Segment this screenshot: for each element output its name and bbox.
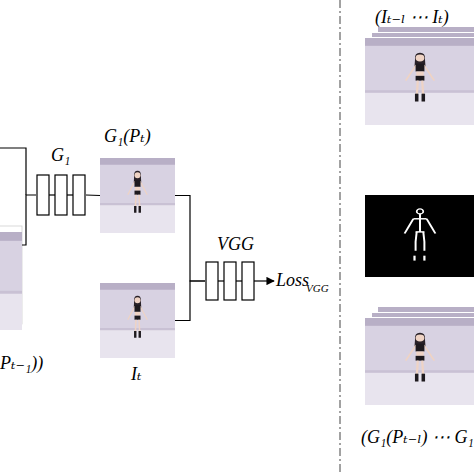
- loss-label: Loss: [276, 271, 309, 291]
- output-arrow: [254, 280, 274, 281]
- pose-map: [365, 195, 474, 277]
- formula-label: (G₁(Pₜ₋ₗ) ⋯ G₁: [361, 428, 474, 448]
- layer-box: [73, 175, 85, 215]
- dash-dot-separator: [340, 0, 341, 474]
- connector-line: [175, 196, 205, 282]
- input-photo: [0, 232, 22, 330]
- input-image: Pₜ₋₁)): [0, 232, 22, 330]
- formula-label: VGG: [217, 235, 254, 255]
- layer-link: [67, 194, 73, 195]
- stack-photo: [365, 318, 474, 405]
- formula-label: (Iₜ₋ₗ ⋯ Iₜ): [375, 8, 449, 28]
- layer-box: [55, 175, 67, 215]
- formula-label: G₁: [51, 146, 70, 166]
- generated-frame-stack: (G₁(Pₜ₋ₗ) ⋯ G₁: [365, 318, 474, 405]
- loss-subscript: VGG: [306, 282, 329, 294]
- real-photo: [100, 283, 175, 358]
- layer-box: [206, 262, 218, 300]
- layer-link: [218, 280, 224, 281]
- generated-image: G₁(Pₜ): [100, 158, 175, 233]
- vgg-block: VGG: [205, 262, 256, 300]
- generated-photo: [100, 158, 175, 233]
- layer-box: [242, 262, 254, 300]
- formula-label: Pₜ₋₁)): [0, 354, 43, 374]
- layer-link: [236, 280, 242, 281]
- layer-link: [49, 194, 55, 195]
- generator-block: G₁: [36, 175, 86, 215]
- stack-frame: [364, 37, 474, 127]
- formula-label: Iₜ: [131, 365, 141, 385]
- real-frame-stack: (Iₜ₋ₗ ⋯ Iₜ): [365, 38, 474, 125]
- layer-box: [224, 262, 236, 300]
- stack-frame: [364, 317, 474, 407]
- real-image: Iₜ: [100, 283, 175, 358]
- connector-line: [175, 281, 205, 321]
- connector-line: [22, 195, 36, 245]
- formula-label: G₁(Pₜ): [104, 127, 151, 147]
- merge-line: [0, 148, 26, 195]
- layer-box: [37, 175, 49, 215]
- stack-photo: [365, 38, 474, 125]
- connector-line: [86, 194, 100, 196]
